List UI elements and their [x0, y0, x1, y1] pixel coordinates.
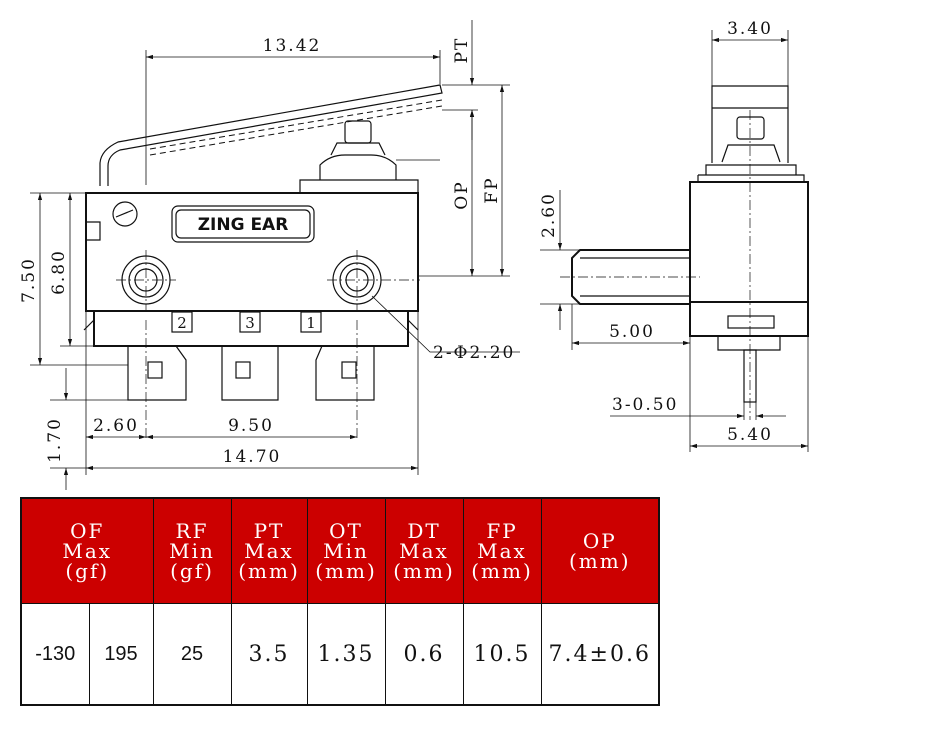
brand-label: ZING EAR	[198, 215, 289, 235]
value-fp: 10.5	[462, 603, 542, 706]
dim-7-50: 7.50	[19, 257, 39, 303]
value-ot: 1.35	[306, 603, 386, 706]
header-of: OF Max (gf)	[20, 497, 154, 604]
side-view: 3.40 2.60 5.00 3-0.50 5.40	[539, 19, 809, 452]
header-op: OP (mm)	[540, 497, 660, 604]
value-op: 7.4±0.6	[540, 603, 660, 706]
value-dt: 0.6	[384, 603, 464, 706]
terminals	[127, 320, 375, 440]
dim-5-40: 5.40	[727, 425, 773, 445]
value-of-b: 195	[88, 603, 154, 706]
header-pt: PT Max (mm)	[230, 497, 308, 604]
spec-value-row: -130 195 25 3.5 1.35 0.6 10.5 7.4±0.6	[20, 603, 660, 706]
plunger	[299, 120, 419, 193]
dim-2-60-side: 2.60	[539, 192, 559, 238]
mounting-hole-left	[116, 250, 176, 310]
dim-13-42: 13.42	[263, 36, 322, 56]
mounting-hole-right	[327, 250, 420, 310]
value-of-a: -130	[20, 603, 90, 706]
dim-14-70: 14.70	[223, 447, 282, 467]
header-fp: FP Max (mm)	[462, 497, 542, 604]
dim-fp: FP	[482, 176, 502, 203]
dim-hole-diameter: 2-Φ2.20	[433, 343, 515, 363]
technical-drawing: ZING EAR 2 3 1	[19, 19, 809, 490]
dim-3-40: 3.40	[727, 19, 773, 39]
pin-label-2: 2	[177, 314, 187, 332]
dim-3-0-50: 3-0.50	[612, 395, 678, 415]
lever-arm	[99, 84, 443, 186]
dim-9-50: 9.50	[228, 416, 274, 436]
value-pt: 3.5	[230, 603, 308, 706]
header-dt: DT Max (mm)	[384, 497, 464, 604]
switch-body: ZING EAR 2 3 1	[83, 192, 420, 347]
dim-6-80: 6.80	[49, 249, 69, 295]
header-rf: RF Min (gf)	[152, 497, 232, 604]
spec-table: OF Max (gf) RF Min (gf) PT Max (mm) OT M…	[20, 497, 660, 706]
value-rf: 25	[152, 603, 232, 706]
spec-header-row: OF Max (gf) RF Min (gf) PT Max (mm) OT M…	[20, 497, 660, 604]
dim-op: OP	[452, 180, 472, 209]
dim-pt: PT	[452, 37, 472, 64]
front-view: ZING EAR 2 3 1	[19, 20, 520, 490]
header-ot: OT Min (mm)	[306, 497, 386, 604]
pin-label-3: 3	[245, 314, 255, 332]
dim-5-00: 5.00	[609, 322, 655, 342]
dim-2-60: 2.60	[93, 416, 139, 436]
pin-label-1: 1	[306, 314, 316, 332]
dim-1-70: 1.70	[45, 417, 65, 463]
